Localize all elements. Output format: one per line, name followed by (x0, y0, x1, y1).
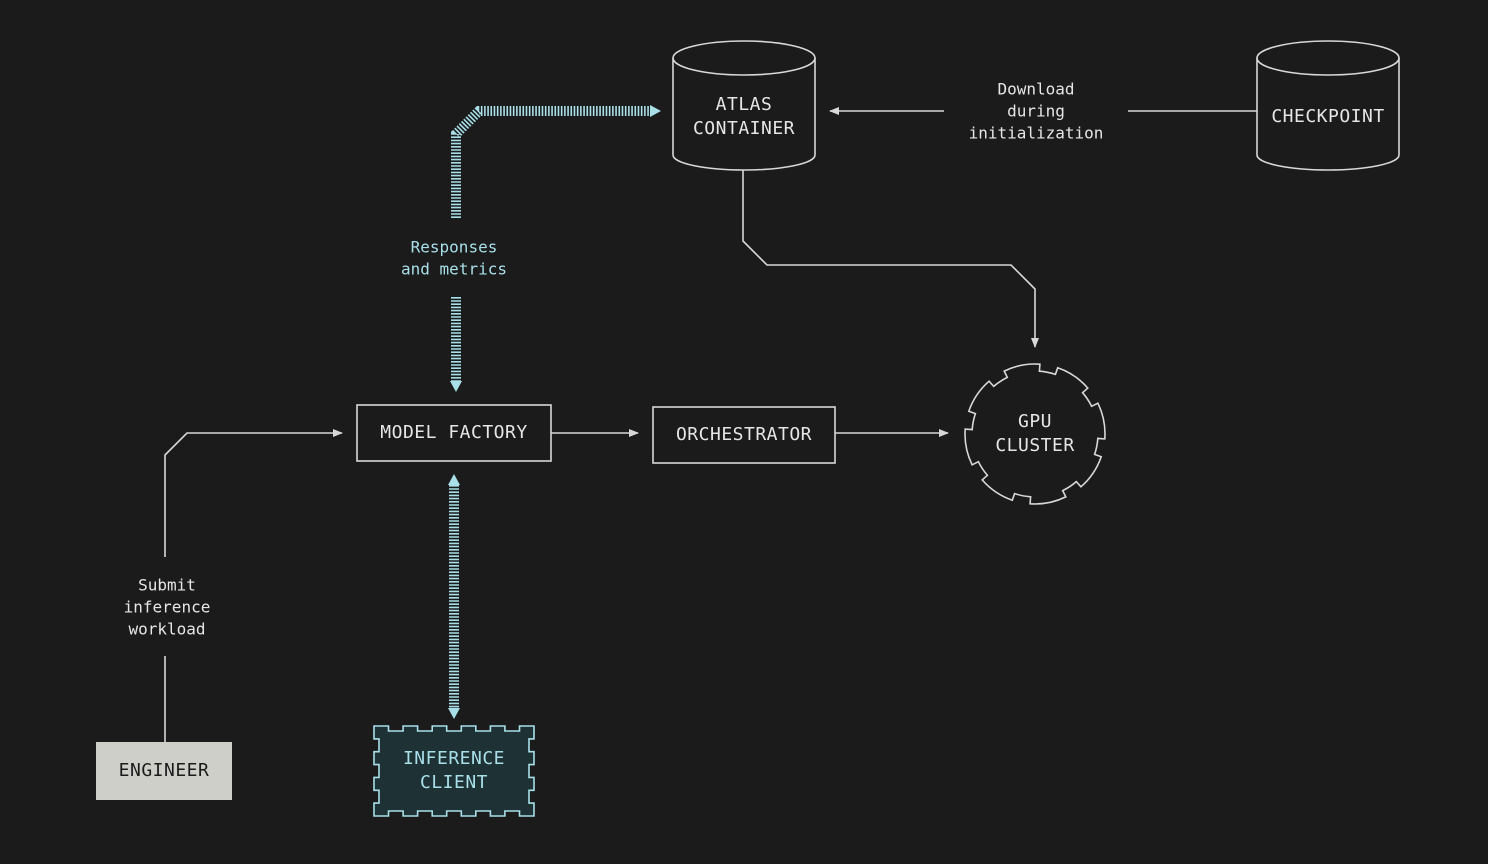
download-edge-label: Download during initialization (969, 80, 1104, 143)
download-label-line1: Download (997, 80, 1074, 99)
engineer-node: ENGINEER (96, 742, 232, 800)
submit-label-line2: inference (124, 598, 211, 617)
edge-atlas-to-gpu-cluster (742, 170, 1039, 348)
responses-edge-label: Responses and metrics (401, 238, 507, 279)
gpu-cluster-node: GPU CLUSTER (964, 363, 1106, 505)
engineer-label: ENGINEER (119, 760, 210, 781)
download-label-line2: during (1007, 102, 1065, 121)
atlas-container-node: ATLAS CONTAINER (672, 40, 816, 171)
atlas-container-label-line2: CONTAINER (693, 118, 795, 139)
submit-label-line1: Submit (138, 576, 196, 595)
responses-label-line1: Responses (411, 238, 498, 257)
responses-label-line2: and metrics (401, 260, 507, 279)
orchestrator-node: ORCHESTRATOR (652, 406, 836, 464)
submit-edge-label: Submit inference workload (124, 576, 211, 639)
download-label-line3: initialization (969, 124, 1104, 143)
gpu-cluster-label-line1: GPU (1018, 411, 1052, 432)
submit-label-line3: workload (128, 620, 205, 639)
atlas-container-label-line1: ATLAS (716, 94, 773, 115)
checkpoint-label: CHECKPOINT (1271, 106, 1384, 127)
inference-client-label-line1: INFERENCE (403, 748, 505, 769)
model-factory-node: MODEL FACTORY (356, 404, 552, 462)
model-factory-label: MODEL FACTORY (380, 422, 527, 443)
edge-inference-client-model-factory (448, 474, 460, 719)
edge-engineer-to-model-factory (164, 429, 343, 742)
inference-client-node: INFERENCE CLIENT (373, 725, 535, 817)
edge-responses-and-metrics (450, 105, 661, 392)
gpu-cluster-label-line2: CLUSTER (995, 435, 1074, 456)
inference-client-label-line2: CLIENT (420, 772, 488, 793)
checkpoint-node: CHECKPOINT (1256, 40, 1400, 171)
orchestrator-label: ORCHESTRATOR (676, 424, 812, 445)
